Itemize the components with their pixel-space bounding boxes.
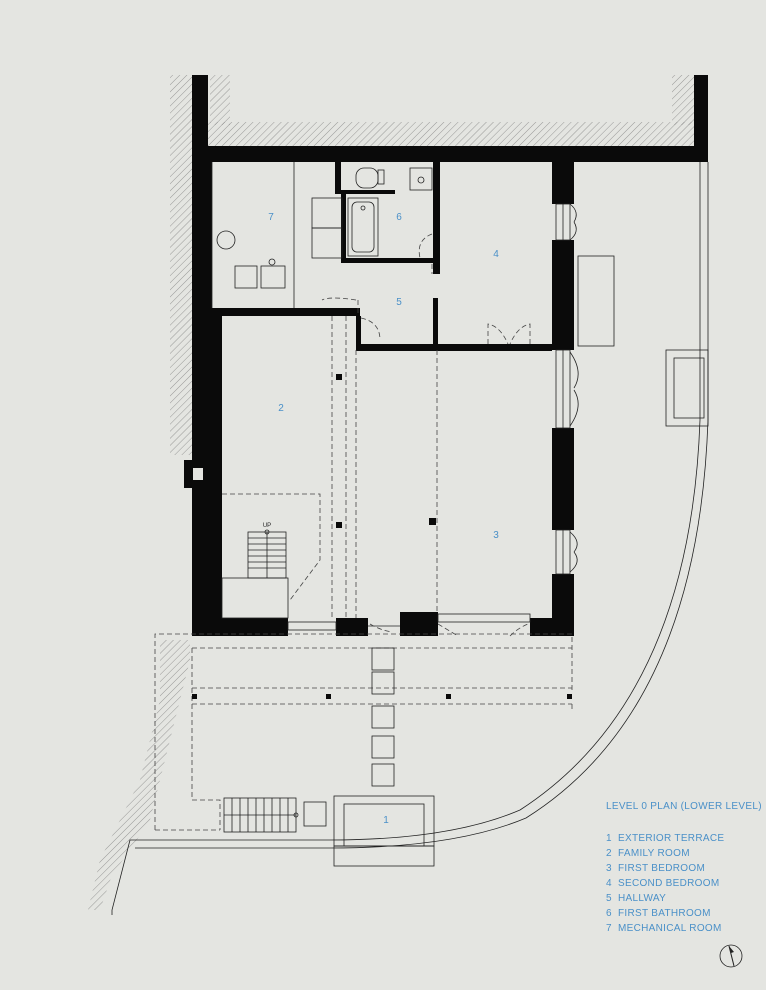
doors [321,233,531,637]
room-label-1: 1 [383,815,389,826]
legend-item: 4 SECOND BEDROOM [606,878,719,889]
room-labels: 1 2 3 4 5 6 7 [268,212,499,826]
legend-item: 1 EXTERIOR TERRACE [606,833,724,844]
legend-item: 6 FIRST BATHROOM [606,908,711,919]
room-label-7: 7 [268,212,274,223]
north-arrow-icon [719,944,743,968]
walls [184,75,708,636]
room-label-3: 3 [493,530,499,541]
legend: LEVEL 0 PLAN (LOWER LEVEL) 1 EXTERIOR TE… [606,801,762,934]
mechanical-fixtures [211,162,343,308]
legend-item: 7 MECHANICAL ROOM [606,923,722,934]
stair-up-label: UP [263,523,271,529]
bathroom-fixtures [347,167,433,257]
exterior-path [111,162,709,915]
room-label-6: 6 [396,212,402,223]
interior-stair: UP [221,523,289,619]
legend-item: 5 HALLWAY [606,893,666,904]
room-label-2: 2 [278,403,284,414]
legend-title: LEVEL 0 PLAN (LOWER LEVEL) [606,801,762,812]
terrace [154,633,573,867]
overhead-lines [222,316,438,618]
earth-hatching [88,75,694,910]
room-label-5: 5 [396,297,402,308]
room-label-4: 4 [493,249,499,260]
legend-item: 2 FAMILY ROOM [606,848,690,859]
legend-item: 3 FIRST BEDROOM [606,863,705,874]
